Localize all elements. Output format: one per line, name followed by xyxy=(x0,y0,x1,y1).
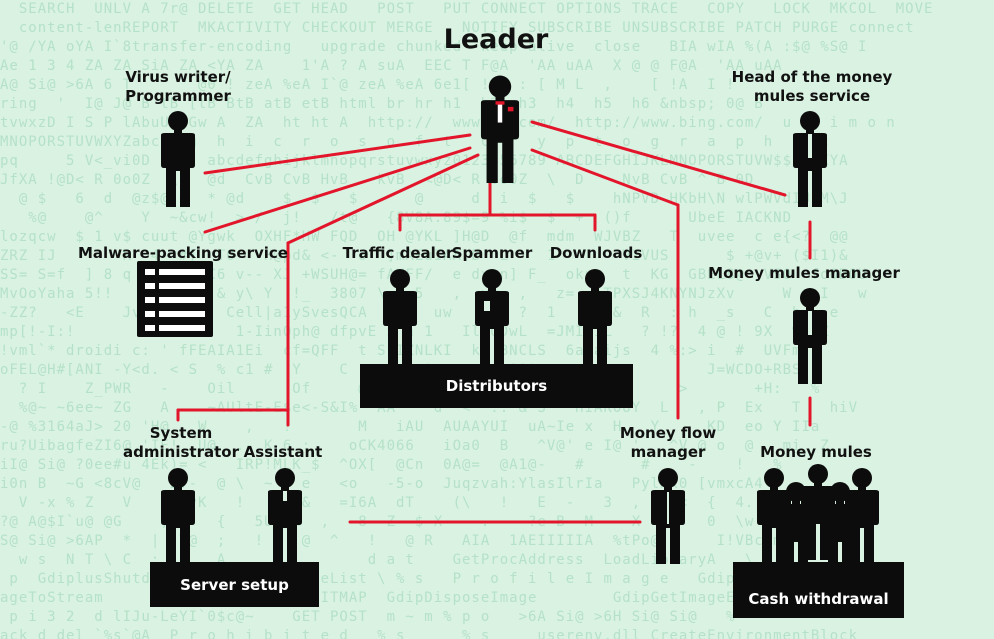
connector-leader-malware xyxy=(203,146,472,234)
leader-title: Leader xyxy=(443,24,549,55)
connector-leader-assistant xyxy=(286,153,480,245)
connector-lines xyxy=(176,120,812,524)
server-rack-icon xyxy=(137,261,213,337)
assistant-person-icon xyxy=(268,468,302,564)
spammer-person-icon xyxy=(475,269,509,365)
distributors-bar-label: Distributors xyxy=(445,377,548,395)
system-administrator-person-icon xyxy=(161,468,195,564)
money-mules-manager-label: Money mules manager xyxy=(708,264,900,282)
malware-packing-label: Malware-packing service xyxy=(78,244,288,262)
server-setup-bar xyxy=(150,562,319,607)
downloads-label: Downloads xyxy=(549,244,643,262)
head-of-money-mules-person-icon xyxy=(793,111,827,207)
connector-leader-money-flow xyxy=(530,148,680,207)
leader-person-icon xyxy=(480,75,520,184)
connector-leader-head-mules xyxy=(530,120,787,197)
virus-writer-label: Virus writer/ Programmer xyxy=(125,68,231,105)
server-setup-bar-label: Server setup xyxy=(180,575,289,594)
money-mules-group-icon xyxy=(757,464,879,578)
downloads-person-icon xyxy=(578,269,612,365)
traffic-dealer-person-icon xyxy=(383,269,417,365)
money-flow-manager-label: Money flow manager xyxy=(619,424,717,461)
distributors-bar xyxy=(360,364,633,408)
traffic-dealer-label: Traffic dealer xyxy=(342,244,454,262)
assistant-label: Assistant xyxy=(243,443,323,461)
money-mules-label: Money mules xyxy=(760,443,872,461)
money-mules-manager-person-icon xyxy=(793,288,827,384)
virus-writer-person-icon xyxy=(161,111,195,207)
money-flow-manager-person-icon xyxy=(651,468,685,564)
connector-leader-virus-writer xyxy=(203,133,472,175)
spammer-label: Spammer xyxy=(451,244,533,262)
cash-withdrawal-bar-label: Cash withdrawal xyxy=(748,590,889,608)
head-of-money-mules-label: Head of the money mules service xyxy=(731,68,893,105)
cash-withdrawal-bar xyxy=(733,562,904,618)
system-administrator-label: System administrator xyxy=(123,424,239,461)
